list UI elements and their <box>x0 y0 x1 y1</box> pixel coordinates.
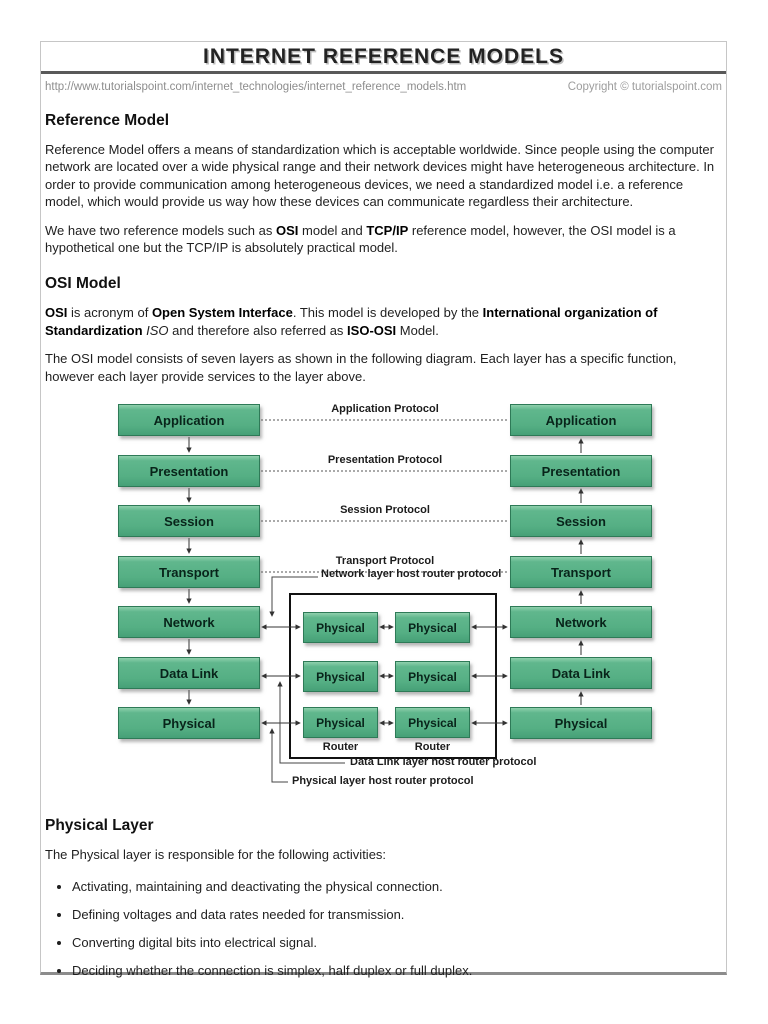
list-item: Converting digital bits into electrical … <box>72 934 716 951</box>
heading-osi-model: OSI Model <box>45 275 121 293</box>
right-layer-session: Session <box>510 505 652 538</box>
label-transport-protocol: Transport Protocol <box>335 555 435 568</box>
copyright-notice: Copyright © tutorialspoint.com <box>567 81 722 93</box>
right-layer-transport: Transport <box>510 556 652 589</box>
title-bar: INTERNET REFERENCE MODELS <box>41 42 726 74</box>
label-physical-host-router-protocol: Physical layer host router protocol <box>292 775 474 788</box>
list-item: Deciding whether the connection is simpl… <box>72 962 716 979</box>
right-layer-application: Application <box>510 404 652 437</box>
right-layer-presentation: Presentation <box>510 455 652 488</box>
router1-physical-data-link: Physical <box>303 661 378 693</box>
paragraph-physical-intro: The Physical layer is responsible for th… <box>45 847 387 863</box>
paragraph-osi-layers: The OSI model consists of seven layers a… <box>45 351 677 384</box>
page-title: INTERNET REFERENCE MODELS <box>202 44 565 68</box>
left-layer-data-link: Data Link <box>118 657 260 690</box>
router2-physical-network: Physical <box>395 612 470 644</box>
left-layer-session: Session <box>118 505 260 538</box>
right-layer-network: Network <box>510 606 652 639</box>
left-layer-application: Application <box>118 404 260 437</box>
router1-caption: Router <box>322 741 359 754</box>
physical-layer-list: Activating, maintaining and deactivating… <box>72 878 716 979</box>
left-layer-transport: Transport <box>118 556 260 589</box>
paragraph-reference-model: Reference Model offers a means of standa… <box>45 142 715 210</box>
label-network-host-router-protocol: Network layer host router protocol <box>321 568 502 581</box>
right-layer-data-link: Data Link <box>510 657 652 690</box>
router1-physical-network: Physical <box>303 612 378 644</box>
left-layer-physical: Physical <box>118 707 260 740</box>
router1-physical-physical: Physical <box>303 707 378 739</box>
row-double-arrows <box>261 624 508 726</box>
label-application-protocol: Application Protocol <box>331 403 439 416</box>
list-item: Defining voltages and data rates needed … <box>72 906 716 923</box>
label-presentation-protocol: Presentation Protocol <box>327 454 443 467</box>
article-body: Reference Model Reference Model offers a… <box>41 112 726 979</box>
protocol-dotted-lines <box>261 419 509 573</box>
paragraph-osi-acronym: OSI is acronym of Open System Interface.… <box>45 305 658 338</box>
router2-physical-physical: Physical <box>395 707 470 739</box>
paragraph-two-models: We have two reference models such as OSI… <box>45 222 676 256</box>
heading-physical-layer: Physical Layer <box>45 817 154 835</box>
diagram-connectors <box>186 419 584 783</box>
right-layer-physical: Physical <box>510 707 652 740</box>
left-layer-network: Network <box>118 606 260 639</box>
source-row: http://www.tutorialspoint.com/internet_t… <box>41 74 726 93</box>
heading-reference-model: Reference Model <box>45 112 170 129</box>
router2-caption: Router <box>414 741 451 754</box>
label-session-protocol: Session Protocol <box>340 504 430 517</box>
callout-lines <box>269 576 345 783</box>
osi-diagram: Application Presentation Session Transpo… <box>41 401 728 803</box>
router2-physical-data-link: Physical <box>395 661 470 693</box>
label-data-link-host-router-protocol: Data Link layer host router protocol <box>350 756 537 769</box>
left-layer-presentation: Presentation <box>118 455 260 488</box>
source-url[interactable]: http://www.tutorialspoint.com/internet_t… <box>45 81 467 93</box>
list-item: Activating, maintaining and deactivating… <box>72 878 716 895</box>
content-frame: INTERNET REFERENCE MODELS http://www.tut… <box>40 41 727 978</box>
